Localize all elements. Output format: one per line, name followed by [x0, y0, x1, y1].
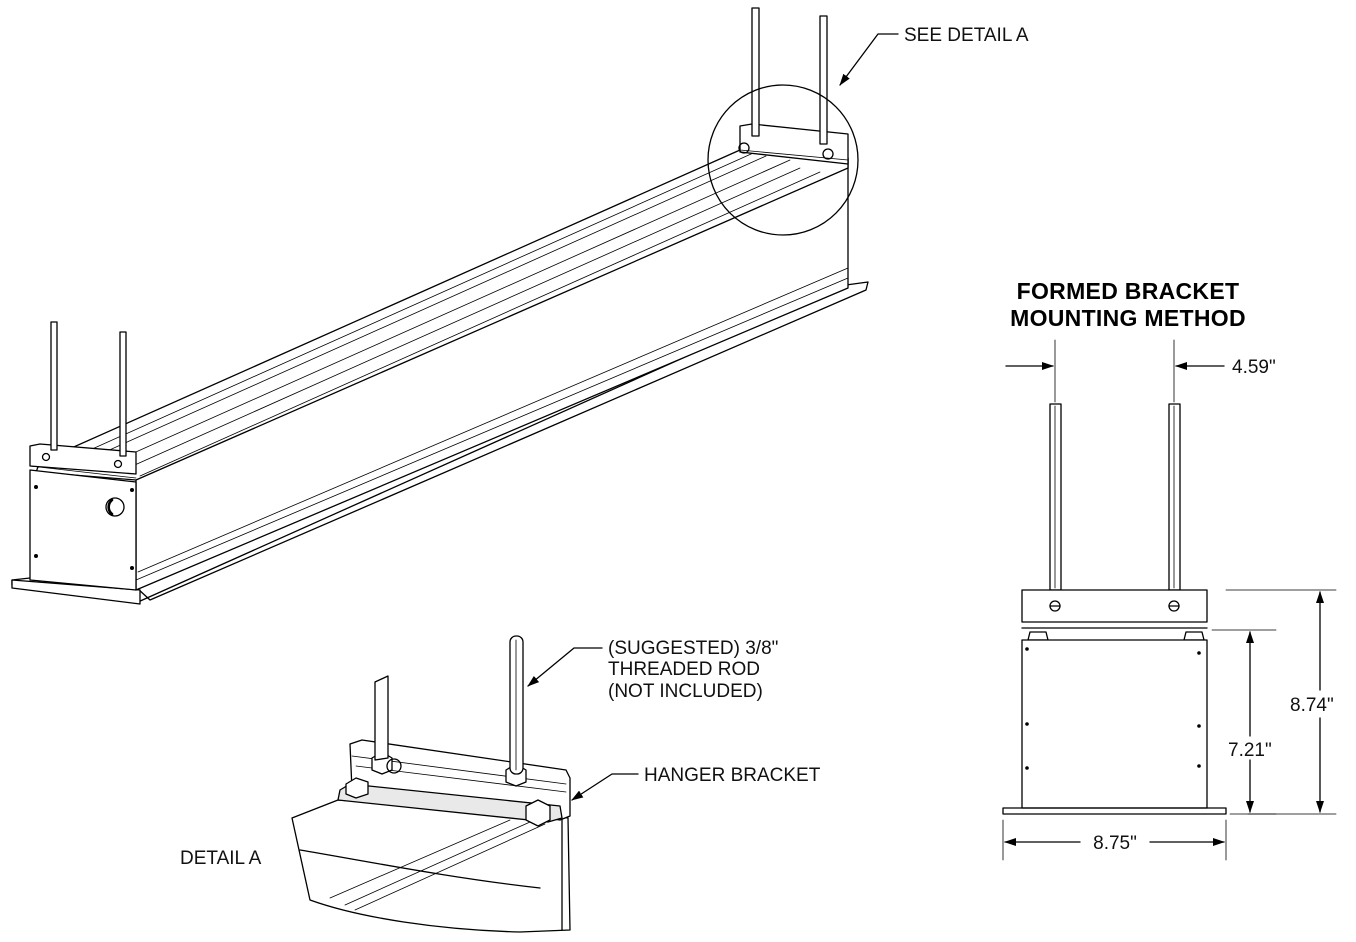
end-cap	[29, 469, 137, 591]
threaded-rod-near-right	[119, 331, 127, 457]
side-rod-left	[1049, 403, 1062, 591]
detail-a-view	[291, 635, 571, 933]
side-view-drawing	[1002, 403, 1227, 815]
dim-rod-spacing-label: 4.59"	[1232, 357, 1276, 378]
detail-threaded-rod-right	[509, 635, 524, 775]
dim-width: 8.75"	[1002, 819, 1227, 861]
knockout-hole	[105, 497, 125, 517]
threaded-rod-callout: (SUGGESTED) 3/8" THREADED ROD (NOT INCLU…	[527, 638, 778, 702]
detail-a-label: DETAIL A	[180, 848, 262, 869]
see-detail-callout: SEE DETAIL A	[839, 25, 1029, 86]
threaded-rod-label-3: (NOT INCLUDED)	[608, 681, 763, 702]
side-flange	[1002, 807, 1227, 815]
threaded-rod-far-right	[819, 15, 828, 145]
hanger-bracket-label: HANGER BRACKET	[644, 765, 821, 786]
side-view-title: FORMED BRACKET MOUNTING METHOD	[1010, 278, 1246, 331]
detail-threaded-rod-left	[374, 675, 389, 761]
dim-rod-spacing: 4.59"	[1005, 339, 1276, 403]
near-hanger-bracket	[29, 443, 137, 475]
threaded-rod-far-left	[751, 7, 760, 137]
fixture-isometric-view	[11, 7, 869, 605]
dim-width-label: 8.75"	[1093, 833, 1137, 854]
threaded-rod-near-left	[50, 321, 58, 451]
detail-a-circle	[707, 84, 859, 236]
dim-body-height-label: 7.21"	[1228, 740, 1272, 761]
side-rod-right	[1168, 403, 1181, 591]
see-detail-label: SEE DETAIL A	[904, 25, 1029, 46]
side-view-title-line1: FORMED BRACKET	[1017, 278, 1240, 304]
threaded-rod-label-1: (SUGGESTED) 3/8"	[608, 638, 778, 659]
threaded-rod-label-2: THREADED ROD	[608, 659, 760, 680]
side-view-title-line2: MOUNTING METHOD	[1010, 305, 1246, 331]
hanger-bracket-callout: HANGER BRACKET	[571, 765, 821, 801]
side-body	[1021, 639, 1208, 809]
dim-total-height: 8.74"	[1225, 589, 1337, 815]
dim-body-height: 7.21"	[1211, 629, 1277, 815]
dim-total-height-label: 8.74"	[1290, 695, 1334, 716]
